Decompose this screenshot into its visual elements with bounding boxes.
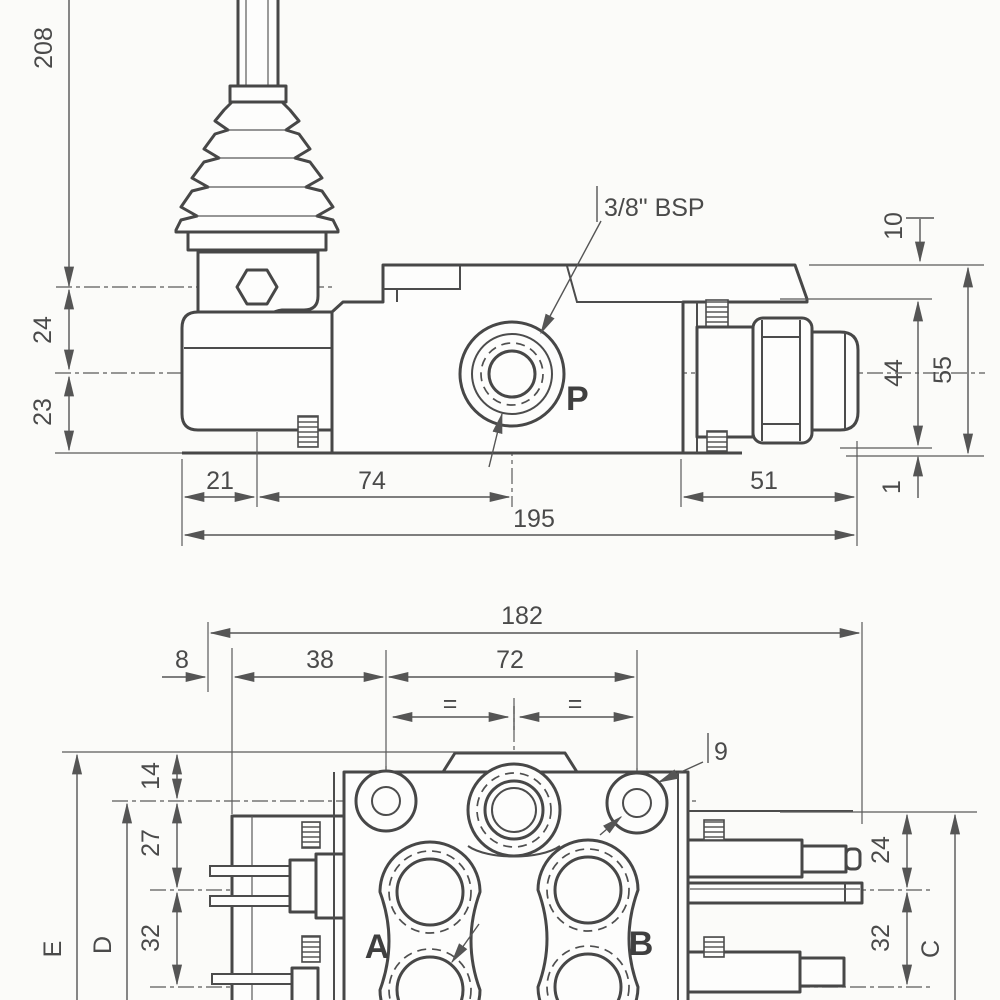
knurled-screw	[301, 935, 321, 963]
spool-clevis-block	[290, 966, 320, 1000]
dim-C: C	[917, 940, 945, 958]
dim-D: D	[89, 936, 117, 954]
upper-cartridge	[686, 838, 804, 879]
dim-21: 21	[206, 467, 234, 495]
knurled-screw	[301, 821, 321, 849]
port-a-bore	[395, 857, 465, 927]
dim-24-right: 24	[867, 836, 895, 864]
dim-74: 74	[358, 467, 386, 495]
port-a2-bore	[395, 955, 465, 1000]
plan-view-dimensions: 182 8 38 72 = = 9 14	[39, 602, 977, 1000]
thread-leader-line-2	[488, 412, 503, 468]
dim-9: 9	[714, 738, 728, 766]
knurled-screw	[703, 819, 725, 841]
dim-14: 14	[137, 762, 165, 790]
dim-208: 208	[30, 27, 58, 69]
relief-cartridge-side	[695, 299, 860, 453]
dim-8: 8	[175, 646, 189, 674]
center-port-thread	[476, 772, 552, 848]
dim-32-left: 32	[137, 924, 165, 952]
side-view: P 3/8" BSP 208	[29, 0, 985, 546]
mount-hole-boss	[354, 769, 418, 833]
relief-cartridge-plan	[686, 810, 864, 994]
lower-cartridge	[686, 950, 802, 994]
center-boss	[466, 762, 562, 858]
left-end-cap	[180, 310, 334, 448]
port-leader-line	[451, 923, 480, 964]
port-b-label: B	[629, 925, 654, 963]
spool-clevis-prong	[211, 973, 293, 985]
p-port-boss: P	[458, 320, 589, 428]
knurled-screw	[703, 936, 725, 958]
knurled-screw	[706, 430, 728, 452]
bellows-boot	[174, 100, 340, 252]
dim-E: E	[39, 941, 67, 958]
p-port-bore	[487, 349, 537, 399]
lever-rod	[228, 0, 288, 104]
equal-mark: =	[568, 690, 583, 718]
center-port-bore	[491, 787, 537, 833]
plan-view: A B 182	[39, 602, 977, 1000]
dim-51: 51	[750, 467, 778, 495]
spool-clevis-prong	[209, 895, 291, 907]
port-a-label: A	[365, 928, 390, 966]
mount-hole	[371, 786, 401, 816]
bellows-flange	[186, 230, 328, 252]
dim-24: 24	[29, 316, 57, 344]
hole-leader-line	[657, 761, 704, 783]
thread-dashed-circle	[480, 342, 544, 406]
thread-callout: 3/8" BSP	[488, 186, 705, 468]
dim-195: 195	[513, 505, 555, 533]
dim-23: 23	[29, 398, 57, 426]
clamp-bracket-plan	[209, 814, 346, 1000]
spool-clevis-block	[288, 858, 318, 914]
dim-1: 1	[878, 480, 906, 494]
cartridge-tip	[810, 330, 860, 432]
side-view-dimensions: 208 24 23 21 74 51 195	[29, 0, 984, 546]
dim-44: 44	[880, 359, 908, 387]
thread-callout-text: 3/8" BSP	[604, 194, 705, 222]
knurled-screw	[297, 415, 319, 448]
port-p-label: P	[566, 380, 589, 418]
center-web	[467, 845, 561, 858]
spool-clevis-prong	[209, 865, 291, 877]
dim-32-right: 32	[867, 924, 895, 952]
dim-182: 182	[501, 602, 543, 630]
spool-end-rod	[686, 881, 864, 905]
dim-55: 55	[929, 356, 957, 384]
equal-mark: =	[443, 690, 458, 718]
valve-body-plan: A B	[333, 751, 690, 1000]
port-b2-bore	[553, 952, 623, 1000]
top-tab	[441, 751, 579, 774]
cartridge-body	[695, 325, 755, 439]
dim-38: 38	[306, 646, 334, 674]
rod-collar	[228, 84, 288, 104]
pivot-bolt-hex	[235, 268, 279, 306]
dim-10: 10	[880, 212, 908, 240]
dim-72: 72	[496, 646, 524, 674]
mount-hole	[622, 788, 652, 818]
dim-27: 27	[137, 829, 165, 857]
thread-leader-line	[540, 220, 602, 335]
mount-hole-boss	[605, 771, 669, 835]
port-b-bore	[553, 855, 623, 925]
